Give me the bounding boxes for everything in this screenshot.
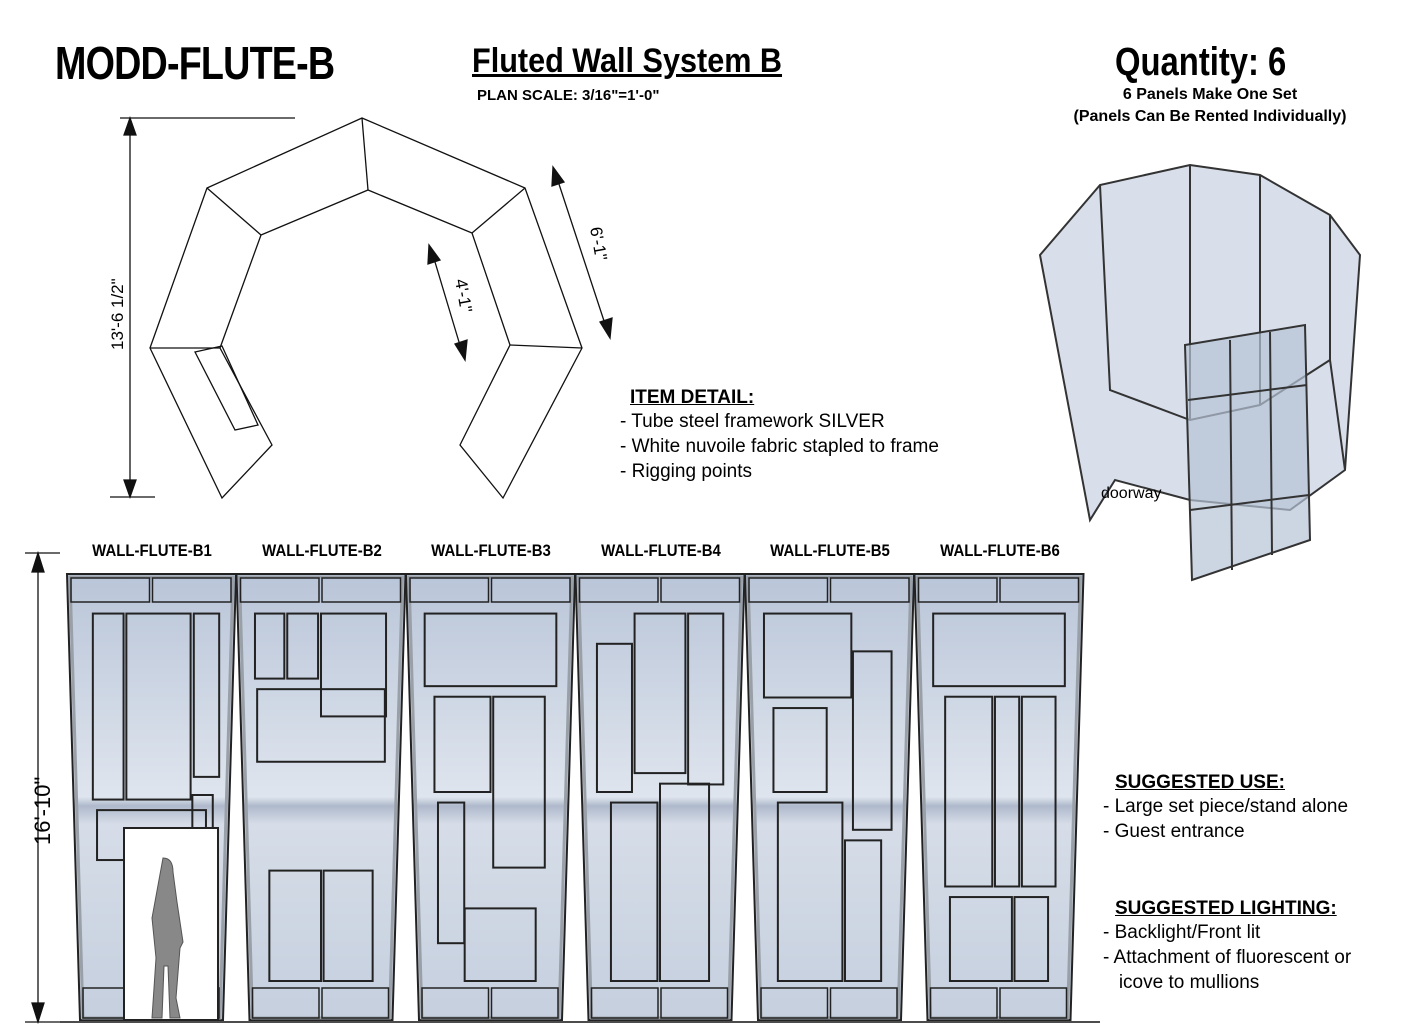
panel-label: WALL-FLUTE-B1 xyxy=(92,541,212,560)
item-detail-line: - White nuvoile fabric stapled to frame xyxy=(620,436,939,457)
plan-view xyxy=(110,116,613,500)
page-title: Fluted Wall System B xyxy=(472,42,783,80)
human-silhouette-icon xyxy=(151,857,184,1019)
height-dimension xyxy=(25,550,60,1025)
plan-scale: PLAN SCALE: 3/16"=1'-0" xyxy=(477,87,660,104)
panel-label: WALL-FLUTE-B5 xyxy=(770,541,890,560)
suggested-lighting-line: icove to mullions xyxy=(1103,972,1260,993)
wall-panel xyxy=(913,573,1085,1021)
wall-panel xyxy=(743,573,916,1021)
suggested-use-heading: SUGGESTED USE: xyxy=(1115,772,1285,793)
suggested-lighting: SUGGESTED LIGHTING: - Backlight/Front li… xyxy=(1103,898,1351,995)
item-detail-line: - Tube steel framework SILVER xyxy=(620,411,885,432)
item-detail: ITEM DETAIL: - Tube steel framework SILV… xyxy=(620,387,939,484)
panel-label: WALL-FLUTE-B4 xyxy=(600,541,721,560)
panel-label: WALL-FLUTE-B3 xyxy=(431,541,551,560)
suggested-use-line: - Large set piece/stand alone xyxy=(1103,796,1349,817)
set-note: 6 Panels Make One Set xyxy=(1122,86,1298,103)
suggested-lighting-heading: SUGGESTED LIGHTING: xyxy=(1115,898,1337,919)
wall-panel xyxy=(65,573,238,1021)
suggested-use-line: - Guest entrance xyxy=(1103,821,1245,842)
suggested-lighting-line: - Attachment of fluorescent or xyxy=(1103,947,1352,968)
item-detail-line: - Rigging points xyxy=(620,461,753,482)
dim-outer: 6'-1" xyxy=(586,225,611,262)
dim-overall: 13'-6 1/2" xyxy=(108,278,127,350)
wall-panel xyxy=(574,573,746,1021)
wall-panel xyxy=(235,573,407,1021)
suggested-use: SUGGESTED USE: - Large set piece/stand a… xyxy=(1103,772,1348,844)
render-3d xyxy=(1038,163,1362,582)
product-code: MODD-FLUTE-B xyxy=(55,37,335,89)
rent-note: (Panels Can Be Rented Individually) xyxy=(1073,108,1347,125)
quantity: Quantity: 6 xyxy=(1115,40,1287,84)
plan-door-opening xyxy=(194,345,259,431)
item-detail-heading: ITEM DETAIL: xyxy=(630,387,755,408)
suggested-lighting-line: - Backlight/Front lit xyxy=(1103,922,1261,943)
panel-label: WALL-FLUTE-B6 xyxy=(939,541,1060,560)
doorway-label: doorway xyxy=(1101,485,1161,502)
panel-label: WALL-FLUTE-B2 xyxy=(261,541,382,560)
height-dim-text: 16'-10" xyxy=(30,777,55,845)
dim-inner: 4'-1" xyxy=(451,277,476,314)
wall-panel xyxy=(404,573,577,1021)
